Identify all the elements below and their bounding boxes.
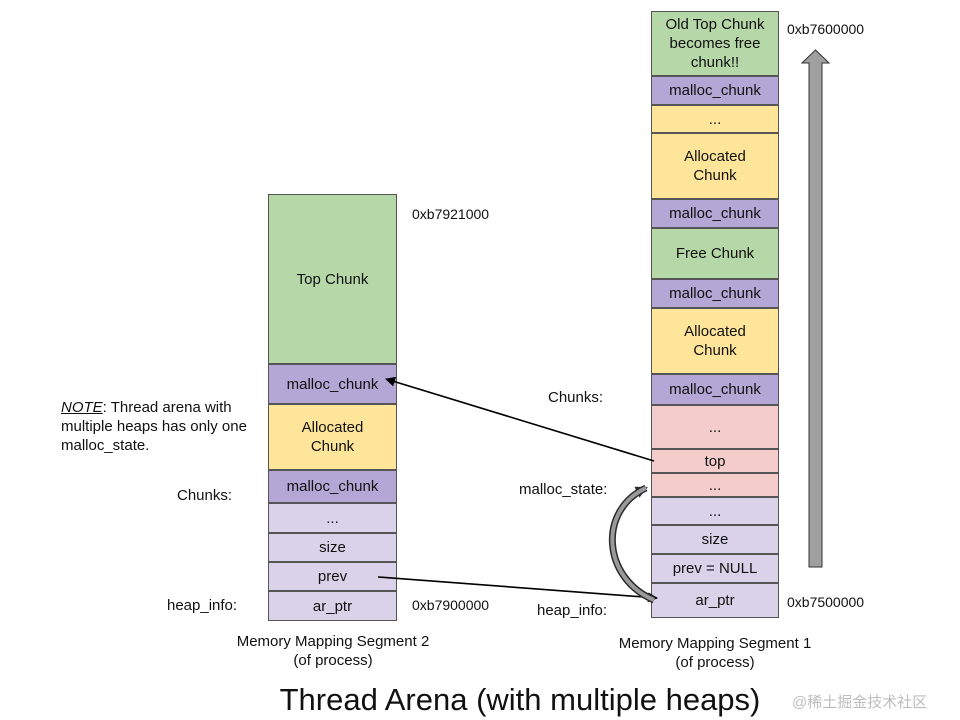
ar-ptr-to-malloc-state-arrow <box>609 484 656 604</box>
address-bottom: 0xb7500000 <box>787 594 865 610</box>
prev-pointer-arrow <box>377 576 658 603</box>
allocated-chunk-block: Allocated Chunk <box>651 308 779 374</box>
top-chunk-label: Top Chunk <box>296 270 369 288</box>
dots-label: ... <box>326 509 339 527</box>
dots-label: ... <box>708 110 722 128</box>
note-text: NOTE: Thread arena with multiple heaps h… <box>61 398 266 455</box>
malloc-chunk-block: malloc_chunk <box>268 364 397 404</box>
top-pointer-block: top <box>651 449 779 473</box>
note-emphasis: NOTE <box>61 399 103 416</box>
allocated-chunk-label: Allocated Chunk <box>684 148 746 184</box>
old-top-chunk-label: Old Top Chunk becomes free chunk!! <box>665 16 765 71</box>
old-top-chunk-block: Old Top Chunk becomes free chunk!! <box>651 11 779 76</box>
diagram-title: Thread Arena (with multiple heaps) <box>279 682 761 717</box>
allocated-chunk-block: Allocated Chunk <box>651 133 779 199</box>
dots-block: ... <box>268 503 397 533</box>
top-pointer-label: top <box>704 452 726 470</box>
dots-label: ... <box>708 476 722 494</box>
top-pointer-arrow <box>385 376 655 462</box>
dots-block: ... <box>651 473 779 497</box>
prev-label: prev <box>317 568 348 585</box>
malloc-chunk-block: malloc_chunk <box>651 76 779 105</box>
chunks-label: Chunks: <box>548 389 604 406</box>
top-chunk-block: Top Chunk <box>268 194 397 364</box>
prev-null-block: prev = NULL <box>651 554 779 583</box>
dots-block: ... <box>651 497 779 525</box>
dots-block: ... <box>651 105 779 133</box>
size-block: size <box>268 533 397 562</box>
caption-line: (of process) <box>293 652 373 669</box>
dots-label: ... <box>708 418 722 436</box>
free-chunk-block: Free Chunk <box>651 228 779 279</box>
caption-line: Memory Mapping Segment 1 <box>618 635 812 652</box>
caption-line: (of process) <box>675 654 755 671</box>
address-top: 0xb7600000 <box>787 21 865 37</box>
address-bottom: 0xb7900000 <box>412 597 490 613</box>
ar-ptr-label: ar_ptr <box>312 597 353 615</box>
heap-info-label: heap_info: <box>167 597 238 614</box>
ar-ptr-block: ar_ptr <box>651 583 779 618</box>
prev-block: prev <box>268 562 397 591</box>
malloc-chunk-block: malloc_chunk <box>651 279 779 308</box>
chunks-label: Chunks: <box>177 487 233 504</box>
malloc-chunk-label: malloc_chunk <box>669 381 761 398</box>
free-chunk-label: Free Chunk <box>675 245 755 262</box>
malloc-state-label: malloc_state: <box>519 481 608 498</box>
dots-label: ... <box>708 502 722 520</box>
ar-ptr-block: ar_ptr <box>268 591 397 621</box>
segment-2-caption: Memory Mapping Segment 2 (of process) <box>216 632 450 670</box>
watermark: @稀土掘金技术社区 <box>792 694 928 711</box>
size-label: size <box>319 539 346 556</box>
dots-block: ... <box>651 405 779 449</box>
malloc-chunk-block: malloc_chunk <box>268 470 397 503</box>
ar-ptr-label: ar_ptr <box>695 592 735 609</box>
malloc-chunk-label: malloc_chunk <box>286 478 379 495</box>
growth-direction-arrow <box>800 49 831 568</box>
size-block: size <box>651 525 779 554</box>
malloc-chunk-label: malloc_chunk <box>669 205 761 222</box>
note-body: : Thread arena with multiple heaps has o… <box>61 399 247 454</box>
size-label: size <box>701 531 729 548</box>
malloc-chunk-label: malloc_chunk <box>669 285 761 302</box>
malloc-chunk-label: malloc_chunk <box>286 375 379 393</box>
segment-1-caption: Memory Mapping Segment 1 (of process) <box>597 634 833 672</box>
prev-null-label: prev = NULL <box>672 560 758 577</box>
malloc-chunk-block: malloc_chunk <box>651 374 779 405</box>
malloc-chunk-label: malloc_chunk <box>669 82 761 99</box>
allocated-chunk-label: Allocated Chunk <box>301 419 364 455</box>
malloc-chunk-block: malloc_chunk <box>651 199 779 228</box>
allocated-chunk-label: Allocated Chunk <box>684 323 746 359</box>
allocated-chunk-block: Allocated Chunk <box>268 404 397 470</box>
address-top: 0xb7921000 <box>412 206 490 222</box>
caption-line: Memory Mapping Segment 2 <box>236 633 430 650</box>
heap-info-label: heap_info: <box>537 602 608 619</box>
